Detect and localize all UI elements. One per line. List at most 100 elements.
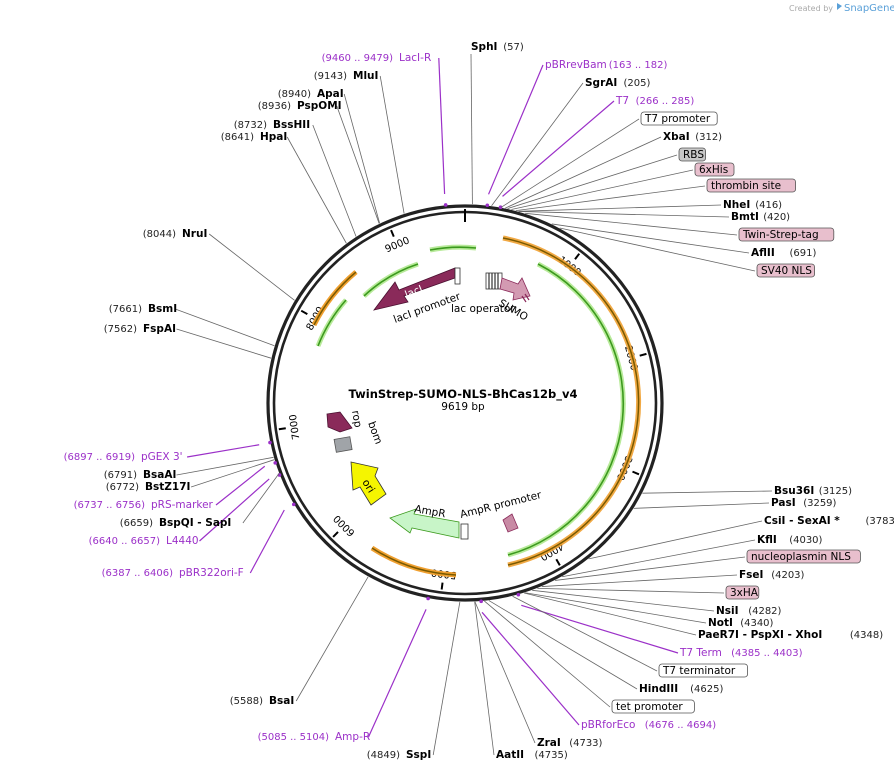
tick-mark (390, 229, 395, 237)
leader-line (532, 589, 715, 612)
tick-label: 9000 (384, 235, 412, 255)
lacI-arrow (373, 267, 456, 311)
site-noti[interactable]: NotI(4340) (708, 617, 774, 629)
site-position: (163 .. 182) (609, 60, 668, 71)
site-position: (8044) (143, 229, 176, 240)
site-position: (3125) (819, 486, 852, 497)
plasmid-size: 9619 bp (441, 401, 485, 413)
tick-mark (278, 427, 286, 431)
site-l4440[interactable]: L4440 (6640 .. 6657) (89, 535, 199, 547)
created-by-text: Created by (789, 4, 833, 13)
site-fsei[interactable]: FseI(4203) (739, 569, 805, 581)
leader-line (242, 473, 280, 524)
site-position: (4676 .. 4694) (645, 720, 717, 731)
site-pspomi[interactable]: PspOMI(8936) (258, 100, 342, 112)
site-bspqi-sapi[interactable]: BspQI - SapI(6659) (120, 517, 232, 529)
site-3xha[interactable]: 3xHA (725, 585, 760, 600)
site-csii-sexai-[interactable]: CsiI - SexAI *(3783) (764, 515, 894, 527)
site-sgrai[interactable]: SgrAI(205) (585, 77, 650, 89)
site-bsu36i[interactable]: Bsu36I(3125) (774, 485, 852, 497)
feature-SUMO[interactable]: SUMO (497, 277, 531, 323)
site-mlui[interactable]: MluI(9143) (314, 70, 379, 82)
site-aflii[interactable]: AflII(691) (751, 247, 816, 259)
site-bsai[interactable]: BsaI(5588) (230, 695, 295, 707)
feature-rop[interactable]: rop (326, 409, 364, 433)
site-nhei[interactable]: NheI(416) (723, 199, 782, 211)
site-apai[interactable]: ApaI(8940) (278, 88, 344, 100)
feature-ori[interactable]: ori (350, 461, 387, 506)
site-nsii[interactable]: NsiI(4282) (716, 605, 782, 617)
site-pasi[interactable]: PasI(3259) (771, 497, 837, 509)
site-zrai[interactable]: ZraI(4733) (537, 737, 603, 749)
primer-mark (498, 205, 503, 210)
site-xbai[interactable]: XbaI(312) (663, 131, 722, 143)
leader-line (505, 136, 662, 209)
site-laci-r[interactable]: LacI-R(9460 .. 9479) (322, 52, 432, 64)
site-name: BmtI (731, 211, 759, 223)
leader-line (502, 100, 615, 197)
leader-line (343, 93, 380, 224)
site-nrui[interactable]: NruI(8044) (143, 228, 208, 240)
site-position: (4385 .. 4403) (731, 648, 803, 659)
site-prs-marker[interactable]: pRS-marker(6737 .. 6756) (74, 499, 214, 511)
site-bsaai[interactable]: BsaAI(6791) (104, 469, 177, 481)
site-t7-term[interactable]: T7 Term (4385 .. 4403) (679, 647, 803, 659)
site-t7-promoter[interactable]: T7 promoter (640, 111, 718, 126)
site-name: BssHII (273, 119, 310, 131)
site-aatii[interactable]: AatII(4735) (496, 749, 568, 761)
site-name: AatII (496, 749, 524, 761)
orf-arc-main-green-core (507, 263, 625, 556)
leader-line (175, 308, 275, 347)
site-thrombin-site[interactable]: thrombin site (706, 178, 796, 193)
site-name: PaeR7I - PspXI - XhoI (698, 629, 822, 641)
site-name: L4440 (166, 535, 199, 547)
site-rbs[interactable]: RBS (678, 147, 707, 162)
site-bmti[interactable]: BmtI(420) (731, 211, 790, 223)
feature-box-label: nucleoplasmin NLS (751, 551, 851, 563)
feature-bom[interactable]: bom (333, 420, 384, 453)
site-pgex-3-[interactable]: pGEX 3'(6897 .. 6919) (64, 451, 183, 463)
site-6xhis[interactable]: 6xHis (694, 162, 735, 177)
site-tet-promoter[interactable]: tet promoter (611, 699, 695, 714)
site-position: (416) (755, 200, 782, 211)
site-t7-terminator[interactable]: T7 terminator (658, 663, 748, 678)
site-kfli[interactable]: KflI(4030) (757, 534, 823, 546)
site-name: ZraI (537, 737, 561, 749)
leader-line (559, 227, 756, 272)
feature-box-label: SV40 NLS (761, 265, 812, 277)
site-bstz17i[interactable]: BstZ17I(6772) (106, 481, 191, 493)
site-sphi[interactable]: SphI(57) (471, 41, 524, 53)
site-bsshii[interactable]: BssHII(8732) (234, 119, 310, 131)
snapgene-logo-icon (837, 3, 842, 10)
leader-line (481, 611, 580, 726)
site-position: (266 .. 285) (636, 96, 695, 107)
site-position: (6387 .. 6406) (102, 568, 174, 579)
site-position: (6640 .. 6657) (89, 536, 161, 547)
site-t7[interactable]: T7(266 .. 285) (615, 95, 694, 107)
site-sspi[interactable]: SspI(4849) (367, 749, 432, 761)
site-amp-r[interactable]: Amp-R(5085 .. 5104) (258, 731, 371, 743)
site-fspai[interactable]: FspAI(7562) (104, 323, 176, 335)
site-bsmi[interactable]: BsmI(7661) (109, 303, 177, 315)
site-twin-strep-tag[interactable]: Twin-Strep-tag (738, 227, 835, 242)
site-pbrforeco[interactable]: pBRforEco(4676 .. 4694) (581, 719, 716, 731)
site-nucleoplasmin-nls[interactable]: nucleoplasmin NLS (746, 549, 861, 564)
site-position: (9143) (314, 71, 347, 82)
leader-line (176, 456, 274, 476)
leader-line (518, 204, 722, 212)
site-sv40-nls[interactable]: SV40 NLS (756, 263, 815, 278)
tick-mark (639, 352, 647, 357)
site-position: (3783) (866, 516, 894, 527)
feature-AmpR[interactable]: AmpR (389, 503, 460, 539)
site-hindiii[interactable]: HindIII(4625) (639, 683, 723, 695)
site-position: (312) (695, 132, 722, 143)
site-hpai[interactable]: HpaI(8641) (221, 131, 288, 143)
orf-arc-left-orange-core (313, 271, 357, 326)
site-paer7i-pspxi-xhoi[interactable]: PaeR7I - PspXI - XhoI(4348) (698, 629, 883, 641)
primer-mark (485, 203, 490, 208)
site-name: pBRrevBam (545, 59, 607, 71)
site-pbr322ori-f[interactable]: pBR322ori-F(6387 .. 6406) (102, 567, 244, 579)
site-pbrrevbam[interactable]: pBRrevBam(163 .. 182) (545, 59, 667, 71)
site-name: T7 Term (679, 647, 722, 659)
